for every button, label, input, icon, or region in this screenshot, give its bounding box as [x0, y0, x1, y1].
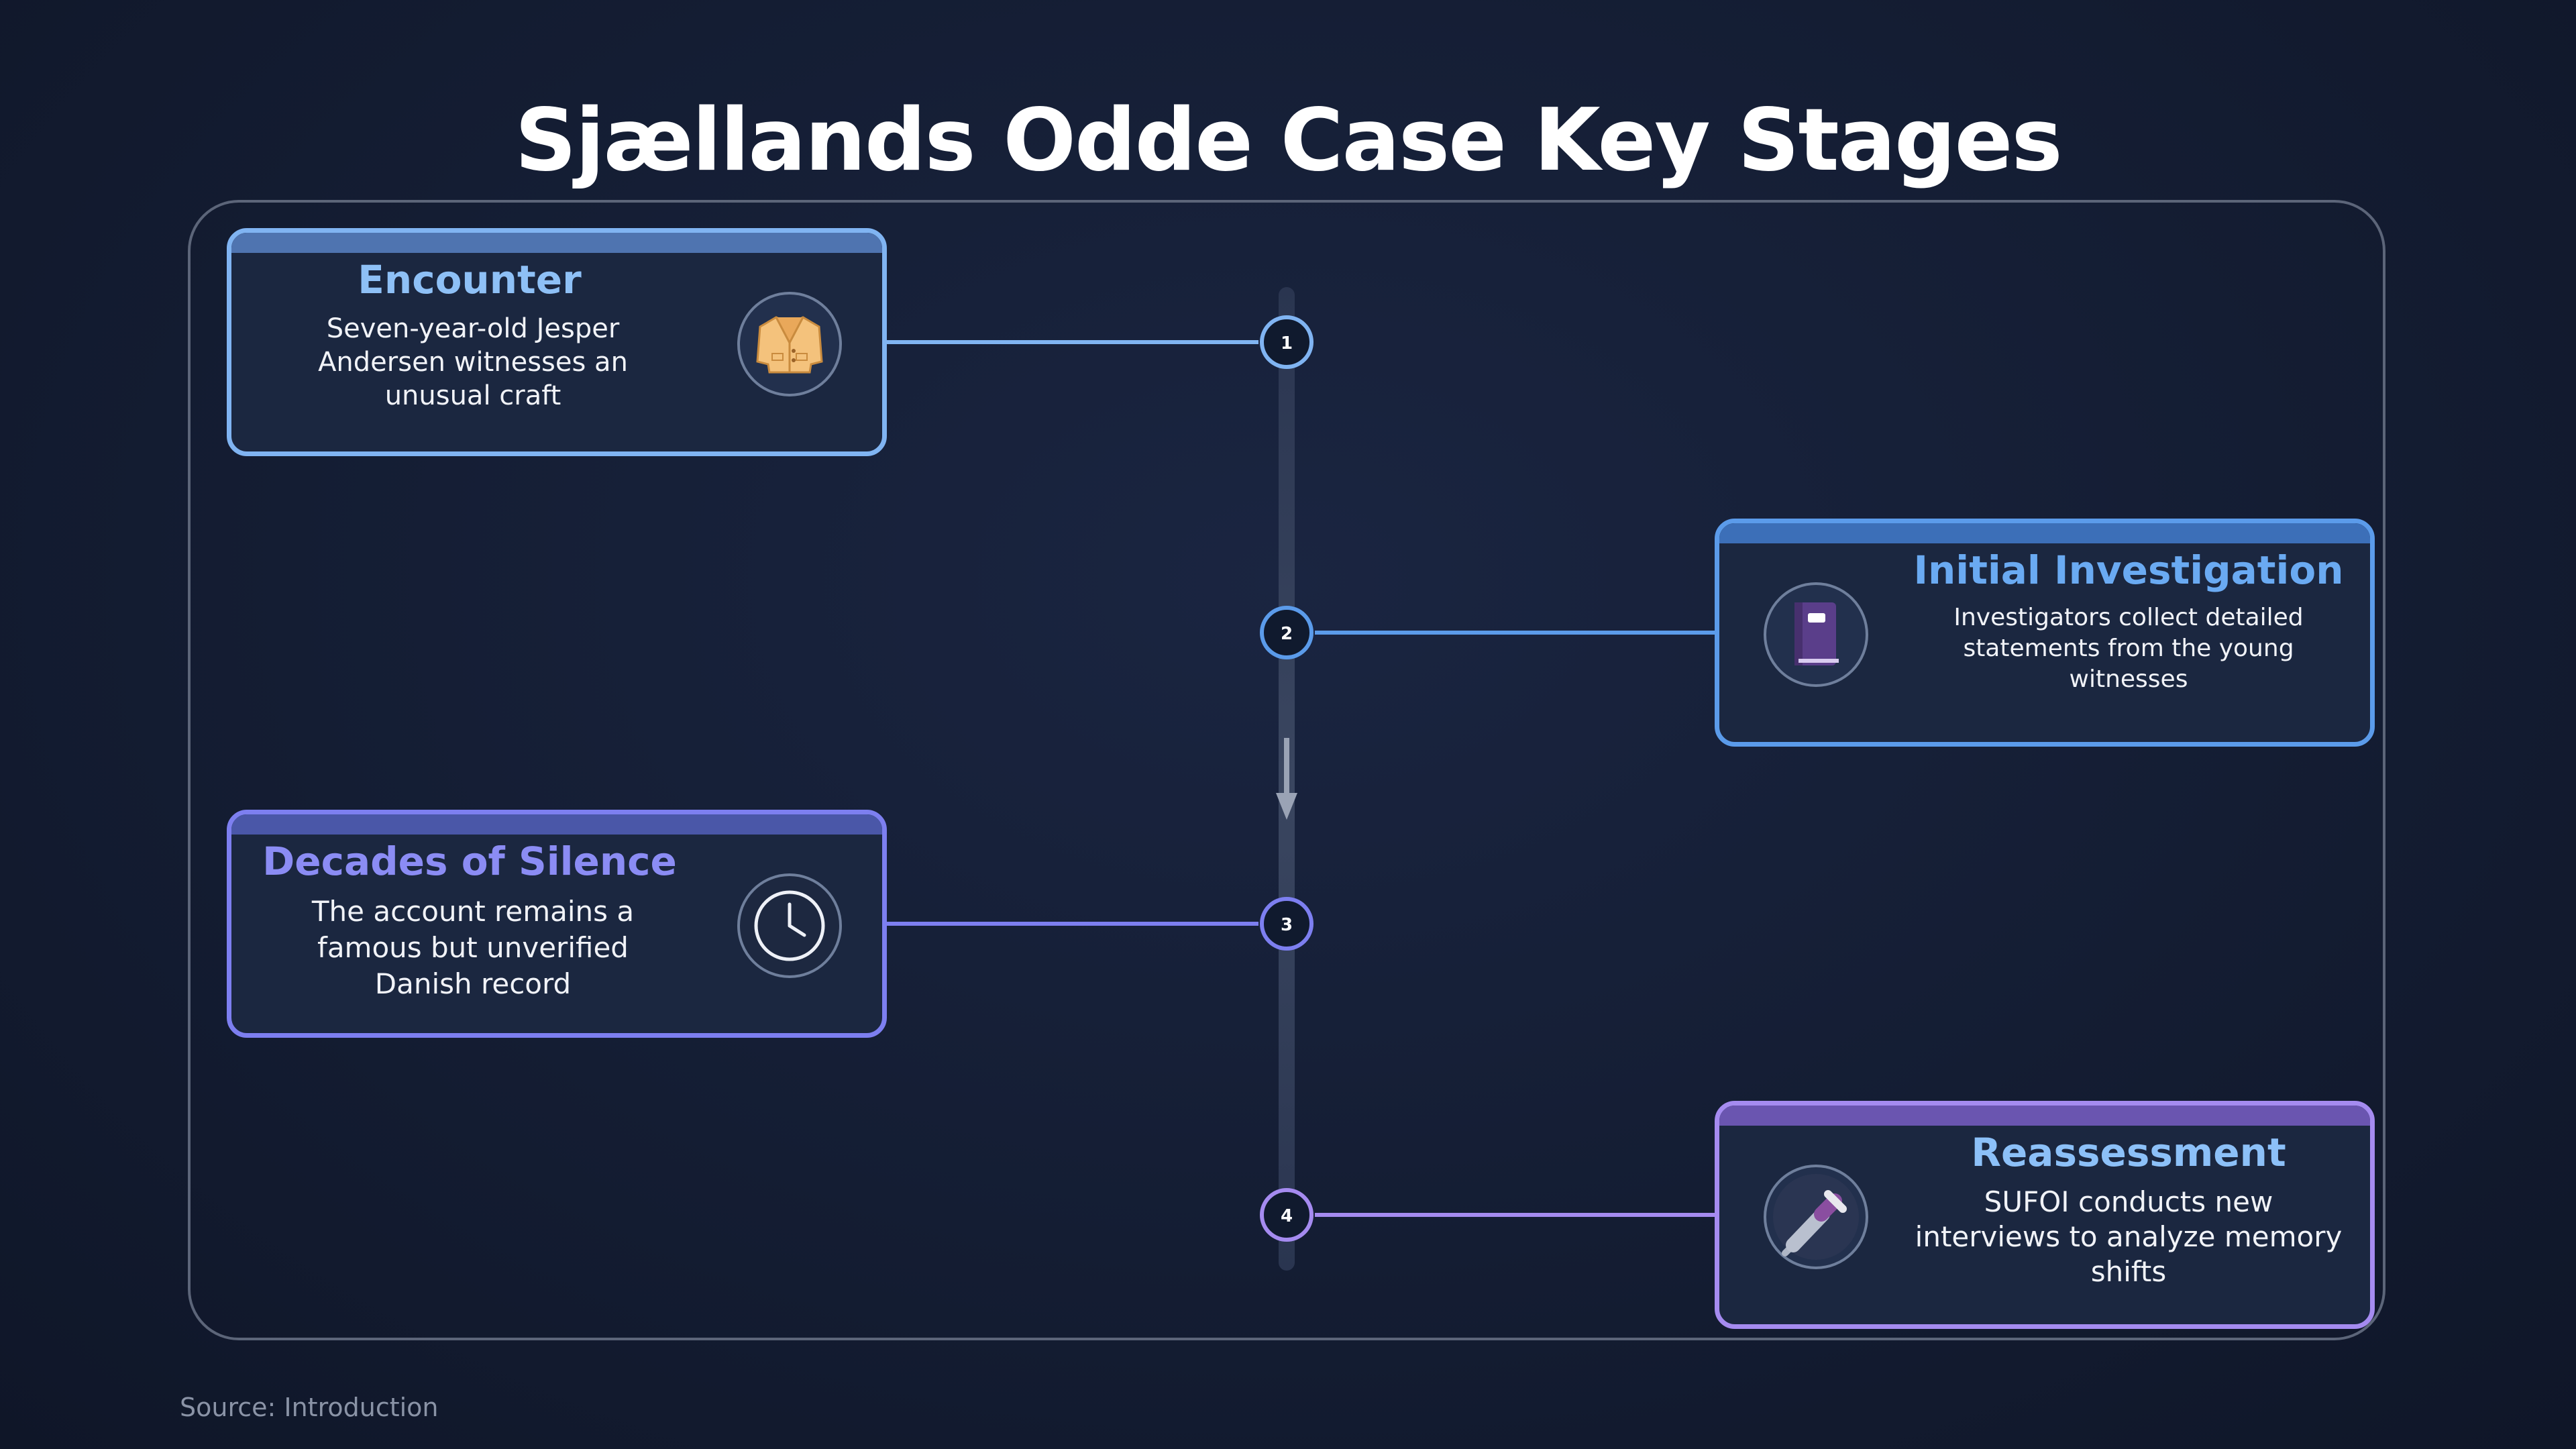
stage-2-node: 2	[1260, 606, 1313, 659]
timeline-frame	[188, 200, 2385, 1340]
microphone-icon	[1764, 1165, 1868, 1269]
stage-title: Reassessment	[1971, 1130, 2286, 1175]
coat-icon	[737, 292, 842, 396]
stage-3-node: 3	[1260, 897, 1313, 951]
stage-card-decades-of-silence: Decades of Silence The account remains a…	[227, 810, 887, 1038]
card-header-band	[231, 233, 882, 253]
stage-description: Seven-year-old Jesper Andersen witnesses…	[318, 313, 628, 411]
stage-1-node: 1	[1260, 315, 1313, 369]
card-header-band	[1719, 1106, 2370, 1126]
notebook-icon	[1764, 582, 1868, 687]
timeline-arrow	[1276, 738, 1297, 820]
stage-4-node: 4	[1260, 1188, 1313, 1242]
stage-card-initial-investigation: Initial Investigation Investigators coll…	[1715, 519, 2375, 747]
stage-description: SUFOI conducts new interviews to analyze…	[1915, 1185, 2343, 1288]
page-title: Sjællands Odde Case Key Stages	[515, 91, 2062, 191]
stage-card-reassessment: Reassessment SUFOI conducts new intervie…	[1715, 1101, 2375, 1329]
stage-description: The account remains a famous but unverif…	[311, 895, 635, 1000]
source-note: Source: Introduction	[180, 1393, 439, 1422]
stage-title: Initial Investigation	[1913, 547, 2344, 593]
stage-title: Encounter	[358, 257, 582, 303]
card-header-band	[1719, 523, 2370, 543]
stage-description: Investigators collect detailed statement…	[1953, 604, 2304, 693]
stage-title: Decades of Silence	[262, 839, 677, 884]
stage-card-encounter: Encounter Seven-year-old Jesper Andersen…	[227, 228, 887, 456]
clock-icon	[737, 873, 842, 978]
card-header-band	[231, 814, 882, 835]
